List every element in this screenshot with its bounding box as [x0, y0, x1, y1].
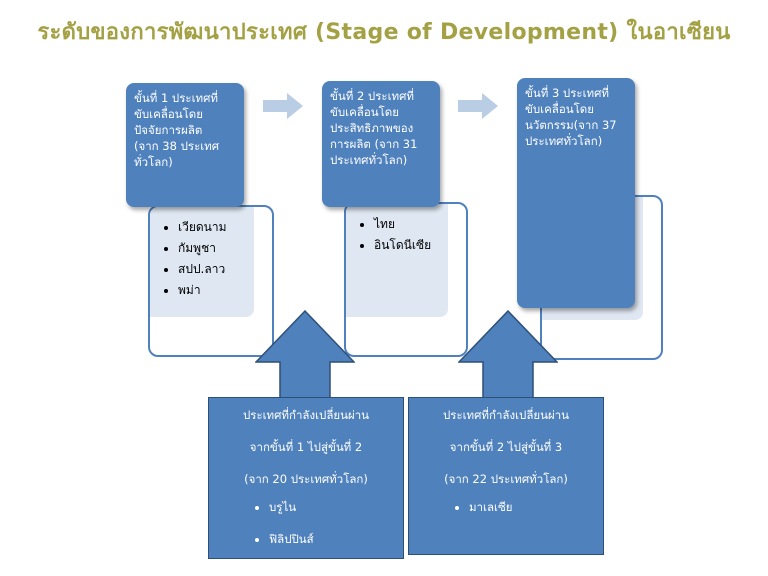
stage-1-countries-box: เวียดนาม กัมพูชา สปป.ลาว พม่า — [148, 205, 274, 357]
list-item: บรูไน — [269, 498, 403, 516]
stage-1-box: ขั้นที่ 1 ประเทศที่ ขับเคลื่อนโดย ปัจจัย… — [126, 83, 244, 207]
list-item: สปป.ลาว — [178, 259, 272, 280]
list-item: กัมพูชา — [178, 238, 272, 259]
stage-3-box: ขั้นที่ 3 ประเทศที่ ขับเคลื่อนโดย นวัตกร… — [517, 78, 635, 308]
page-title: ระดับของการพัฒนาประเทศ (Stage of Develop… — [37, 20, 731, 45]
transition-1-count: (จาก 20 ประเทศทั่วโลก) — [244, 472, 368, 486]
transition-2-title: ประเทศที่กำลังเปลี่ยนผ่าน — [442, 408, 570, 422]
stage-3-label: ขั้นที่ 3 ประเทศที่ ขับเคลื่อนโดย นวัตกร… — [525, 86, 617, 148]
right-arrow-icon — [263, 93, 303, 119]
transition-1-range: จากขั้นที่ 1 ไปสู่ขั้นที่ 2 — [249, 440, 363, 454]
list-item: เวียดนาม — [178, 217, 272, 238]
transition-2-range: จากขั้นที่ 2 ไปสู่ขั้นที่ 3 — [449, 440, 563, 454]
stage-2-country-list: ไทย อินโดนีเซีย — [346, 204, 466, 256]
stage-2-box: ขั้นที่ 2 ประเทศที่ ขับเคลื่อนโดย ประสิท… — [322, 81, 440, 207]
list-item: มาเลเซีย — [469, 498, 603, 516]
up-arrow-icon — [255, 310, 355, 402]
transition-2-box: ประเทศที่กำลังเปลี่ยนผ่าน จากขั้นที่ 2 ไ… — [408, 397, 604, 555]
transition-2-count: (จาก 22 ประเทศทั่วโลก) — [444, 472, 568, 486]
list-item: ฟิลิปปินส์ — [269, 530, 403, 548]
transition-1-title: ประเทศที่กำลังเปลี่ยนผ่าน — [242, 408, 370, 422]
list-item: ไทย — [374, 214, 466, 235]
stage-2-label: ขั้นที่ 2 ประเทศที่ ขับเคลื่อนโดย ประสิท… — [330, 89, 418, 167]
right-arrow-icon — [458, 93, 498, 119]
stage-1-label: ขั้นที่ 1 ประเทศที่ ขับเคลื่อนโดย ปัจจัย… — [134, 91, 220, 169]
stage-1-country-list: เวียดนาม กัมพูชา สปป.ลาว พม่า — [150, 207, 272, 301]
transition-1-box: ประเทศที่กำลังเปลี่ยนผ่าน จากขั้นที่ 1 ไ… — [208, 397, 404, 559]
transition-1-country-list: บรูไน ฟิลิปปินส์ — [209, 498, 403, 548]
list-item: พม่า — [178, 280, 272, 301]
up-arrow-icon — [458, 310, 558, 402]
list-item: อินโดนีเซีย — [374, 235, 466, 256]
transition-2-country-list: มาเลเซีย — [409, 498, 603, 516]
stage-2-countries-box: ไทย อินโดนีเซีย — [344, 202, 468, 357]
